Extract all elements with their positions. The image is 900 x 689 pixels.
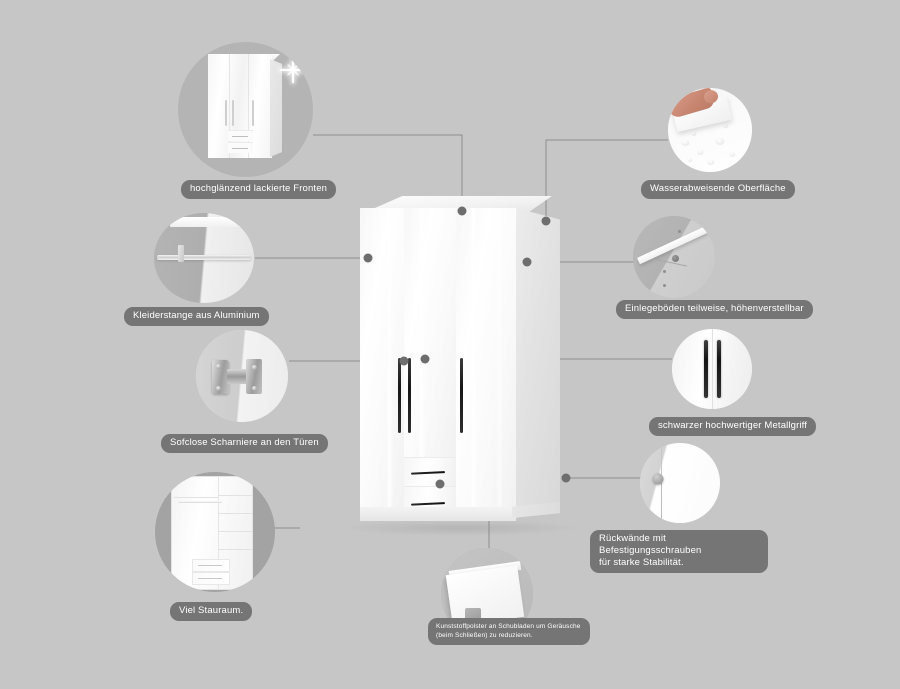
dot-rear-screws [561,473,571,483]
cleaning-cloth-icon [668,88,752,172]
wardrobe-plinth-side [512,502,560,518]
handle-middle-door [408,358,411,433]
wardrobe-drawer-upper [404,457,456,487]
open-wardrobe-icon [155,472,275,592]
dot-metal-handle [420,354,430,364]
label-glossy-fronts: hochglänzend lackierte Fronten [181,180,337,199]
handle-right-door [460,358,463,433]
callout-adjustable-shelves [633,216,715,298]
callout-softclose-hinges [196,330,288,422]
label-rear-screws: Rückwände mit Befestigungsschrauben für … [590,530,768,573]
dot-drawer-pads [435,479,445,489]
dot-softclose-hinges [399,356,409,366]
handle-left-door [398,358,401,433]
label-drawer-pads-line2: (beim Schließen) zu reduzieren. [436,632,533,639]
wardrobe-plinth [360,507,516,521]
label-rear-screws-line2: für starke Stabilität. [599,557,684,568]
main-wardrobe-image [352,196,560,526]
sparkle-icon [280,57,306,83]
clothes-rail-icon [154,213,254,303]
callout-water-repellent [668,88,752,172]
dot-water-repellent [541,216,551,226]
callout-storage-space [155,472,275,592]
wardrobe-side-panel [512,207,560,519]
callout-rear-screws [640,443,720,523]
wardrobe-floor-shadow [340,520,580,536]
label-aluminium-rail: Kleiderstange aus Aluminium [124,307,269,326]
hinge-icon [196,330,288,422]
callout-glossy-fronts [178,42,313,177]
label-metal-handle: schwarzer hochwertiger Metallgriff [649,417,817,436]
wardrobe-gloss-icon [178,42,313,177]
label-water-repellent: Wasserabweisende Oberfläche [641,180,795,199]
door-handle-icon [672,329,752,409]
label-storage-space: Viel Stauraum. [170,602,253,621]
dot-aluminium-rail [363,253,373,263]
wardrobe-front [360,208,516,521]
shelf-peg-icon [633,216,715,298]
wardrobe-door-right [456,208,516,521]
callout-aluminium-rail [154,213,254,303]
label-drawer-pads: Kunststoffpolster an Schubladen um Geräu… [428,618,590,645]
wardrobe-door-middle [404,208,457,457]
dot-adjustable-shelves [522,257,532,267]
label-drawer-pads-line1: Kunststoffpolster an Schubladen um Geräu… [436,623,581,630]
label-rear-screws-line1: Rückwände mit Befestigungsschrauben [599,533,702,556]
label-adjustable-shelves: Einlegeböden teilweise, höhenverstellbar [616,300,813,319]
dot-glossy-fronts [457,206,467,216]
callout-metal-handle [672,329,752,409]
label-softclose-hinges: Sofclose Scharniere an den Türen [161,434,328,453]
screw-icon [640,443,720,523]
